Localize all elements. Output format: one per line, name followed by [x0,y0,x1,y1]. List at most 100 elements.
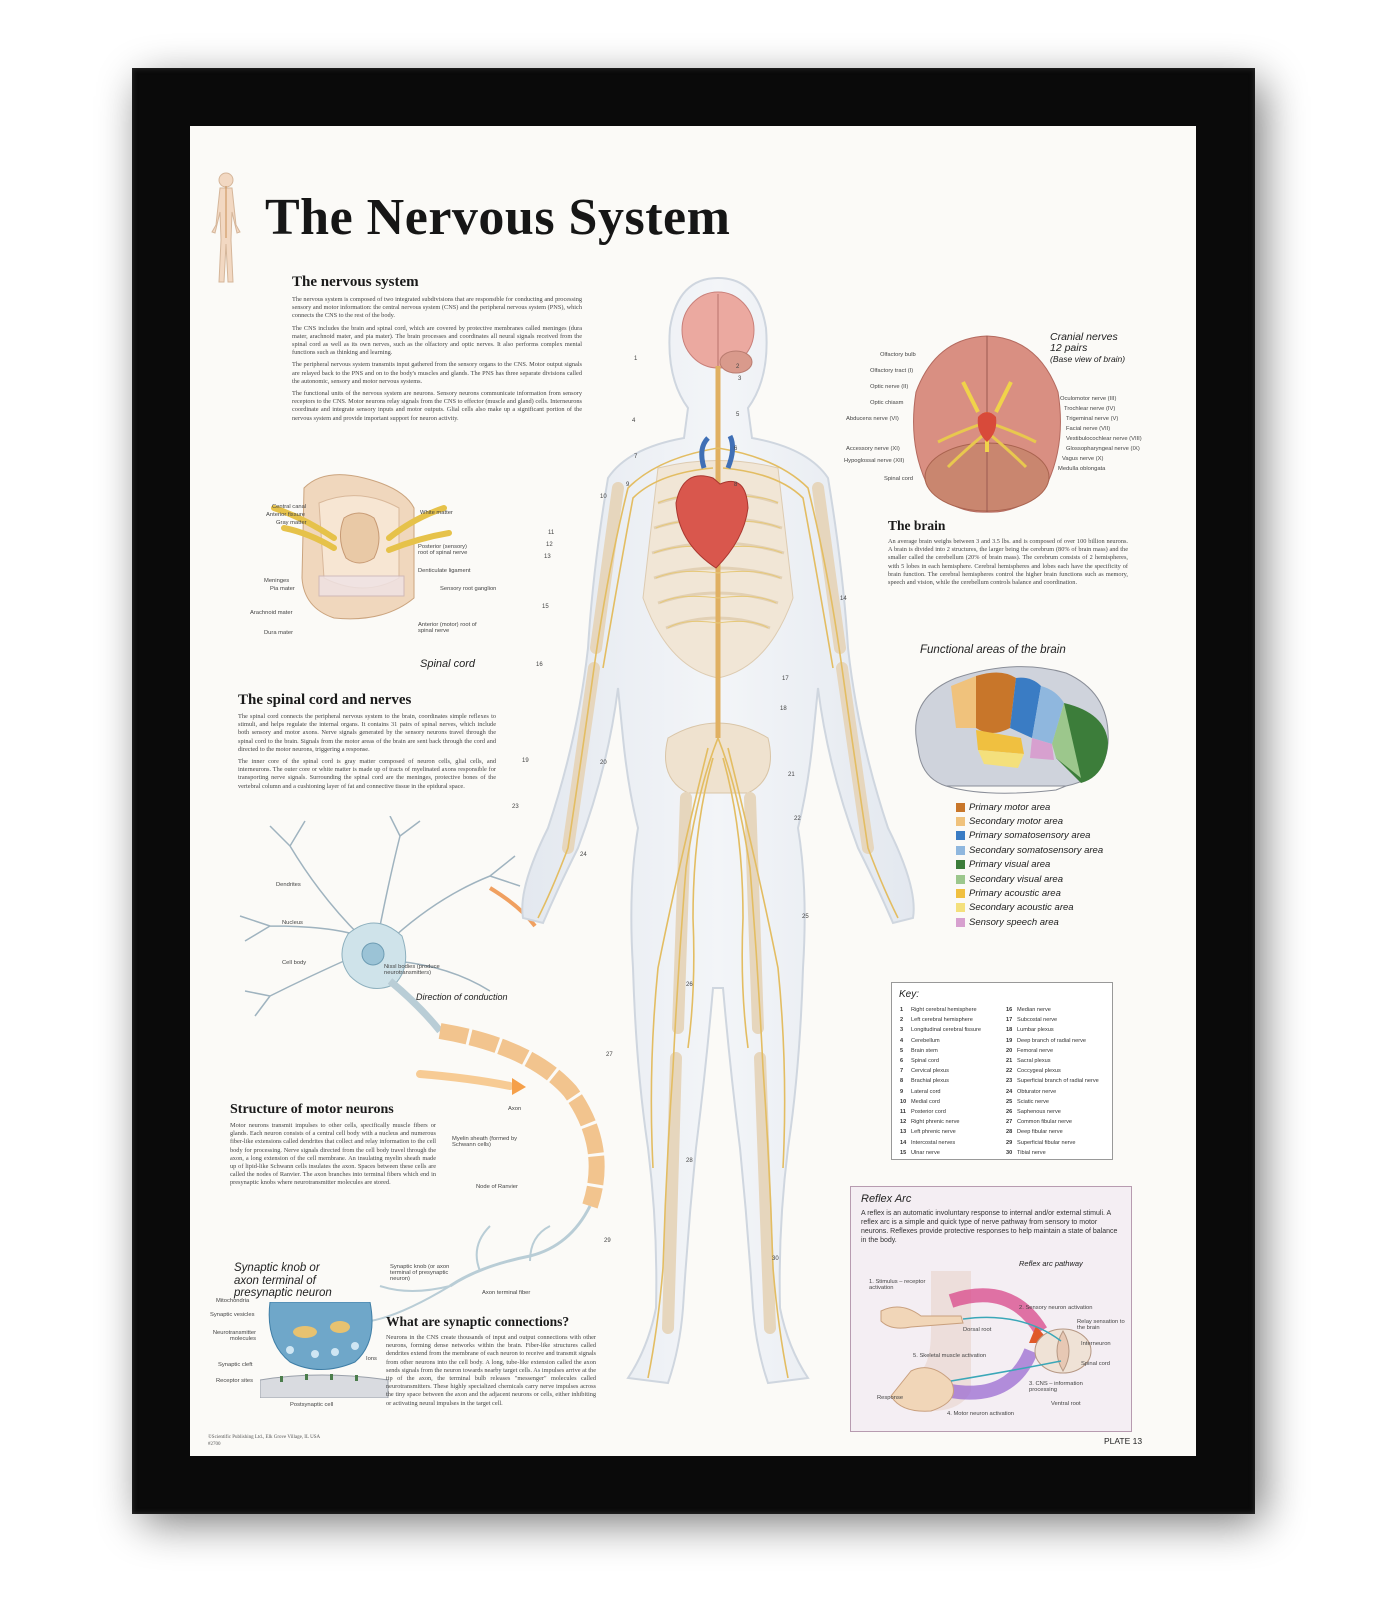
spinal-label: Sensory root ganglion [440,586,497,592]
key-number: 29 [1006,1139,1013,1146]
key-text: Right phrenic nerve [911,1119,960,1126]
key-text: Deep branch of radial nerve [1017,1037,1087,1044]
key-number: 4 [900,1037,904,1044]
key-text: Left phrenic nerve [911,1129,956,1136]
legend-swatch [956,860,965,870]
legend-item: Secondary visual area [956,872,1103,886]
spinal-cord-caption: Spinal cord [420,658,476,670]
legend-item: Secondary motor area [956,814,1103,828]
neuron-label: Cell body [282,960,307,966]
key-entry: 12 Right phrenic nerve [900,1117,981,1127]
spinal-label: Gray matter [276,520,307,526]
key-number: 20 [1006,1047,1013,1054]
spinal-label: White matter [420,510,453,516]
key-text: Saphenous nerve [1017,1109,1061,1116]
key-entry: 11 Posterior cord [900,1107,981,1117]
body-figure-icon [211,172,241,283]
key-text: Medial cord [911,1098,940,1105]
synaptic-label: Synaptic vesicles [210,1312,255,1318]
cranial-label: Medulla oblongata [1058,466,1106,472]
key-text: Brain stem [911,1047,938,1054]
key-entry: 13 Left phrenic nerve [900,1127,981,1137]
cranial-label: Abducens nerve (VI) [846,416,899,422]
brain-heading: The brain [888,518,946,533]
reflex-label: 3. CNS – information processing [1029,1381,1083,1393]
key-text: Median nerve [1017,1007,1051,1013]
cranial-label: Vagus nerve (X) [1062,456,1104,462]
key-number: 23 [1006,1078,1013,1085]
key-text: Common fibular nerve [1017,1119,1073,1126]
neuron-label: Nucleus [282,920,303,926]
cranial-label: Optic nerve (II) [870,384,909,390]
key-number: 11 [900,1109,906,1116]
motor-neuron-illustration [239,816,605,1322]
functional-brain-illustration [915,666,1109,794]
nervous-system-section: The nervous system The nervous system is… [292,274,582,427]
key-number: 6 [900,1058,904,1065]
spinal-cord-section: The spinal cord and nerves The spinal co… [238,692,496,795]
key-number: 30 [1006,1149,1013,1156]
key-text: Posterior cord [911,1109,946,1116]
key-number: 14 [900,1139,907,1146]
reflex-arc-box: Reflex Arc A reflex is an automatic invo… [850,1186,1132,1432]
functional-areas-heading: Functional areas of the brain [920,644,1066,656]
synaptic-label: Postsynaptic cell [290,1402,334,1408]
spinal-cord-paragraph: The spinal cord connects the peripheral … [238,713,496,753]
key-text: Sacral plexus [1017,1058,1051,1065]
cranial-label: Accessory nerve (XI) [846,446,900,452]
legend-item: Primary motor area [956,800,1103,814]
functional-areas-legend: Primary motor area Secondary motor area … [956,800,1103,930]
key-number: 3 [900,1027,904,1034]
neuron-label: Myelin sheath (formed by Schwann cells) [452,1136,518,1148]
cranial-label: Trochlear nerve (IV) [1064,406,1116,412]
key-number: 10 [900,1098,907,1105]
cranial-label: Glossopharyngeal nerve (IX) [1066,446,1140,452]
reflex-label: Response [877,1395,904,1401]
key-entry: 23 Superficial branch of radial nerve [1006,1076,1099,1086]
cranial-label: Spinal cord [884,476,914,482]
key-number: 12 [900,1119,907,1126]
key-entry: 10 Medial cord [900,1097,981,1107]
key-text: Brachial plexus [911,1078,949,1085]
key-number: 17 [1006,1017,1013,1024]
legend-item: Primary visual area [956,858,1103,872]
cranial-label: Hypoglossal nerve (XII) [844,458,905,464]
key-number: 15 [900,1149,907,1156]
key-text: Superficial branch of radial nerve [1017,1078,1099,1085]
key-number: 18 [1006,1027,1013,1034]
motor-neurons-section: Structure of motor neurons Motor neurons… [230,1102,436,1188]
cranial-label: Olfactory bulb [880,352,916,358]
brain-section: The brain An average brain weighs betwee… [888,518,1128,587]
key-text: Sciatic nerve [1017,1098,1050,1105]
key-number: 1 [900,1007,904,1013]
reflex-pathway-caption: Reflex arc pathway [1019,1259,1083,1268]
reflex-label: 5. Skeletal muscle activation [913,1353,987,1359]
legend-item: Secondary acoustic area [956,901,1103,915]
reflex-heading: Reflex Arc [861,1193,912,1205]
key-text: Deep fibular nerve [1017,1129,1063,1136]
cranial-label: Vestibulocochlear nerve (VIII) [1066,436,1142,442]
reflex-label: 4. Motor neuron activation [947,1411,1015,1417]
key-number: 13 [900,1129,907,1136]
poster-frame: The Nervous System The nervous system Th… [132,68,1255,1514]
spinal-label: Posterior (sensory) root of spinal nerve [418,544,468,556]
key-text: Obturator nerve [1017,1088,1057,1095]
synaptic-label: Neurotransmitter molecules [212,1330,256,1342]
legend-item: Primary somatosensory area [956,829,1103,843]
reflex-label: Spinal cord [1081,1361,1111,1367]
cranial-label: Trigeminal nerve (V) [1066,416,1119,422]
